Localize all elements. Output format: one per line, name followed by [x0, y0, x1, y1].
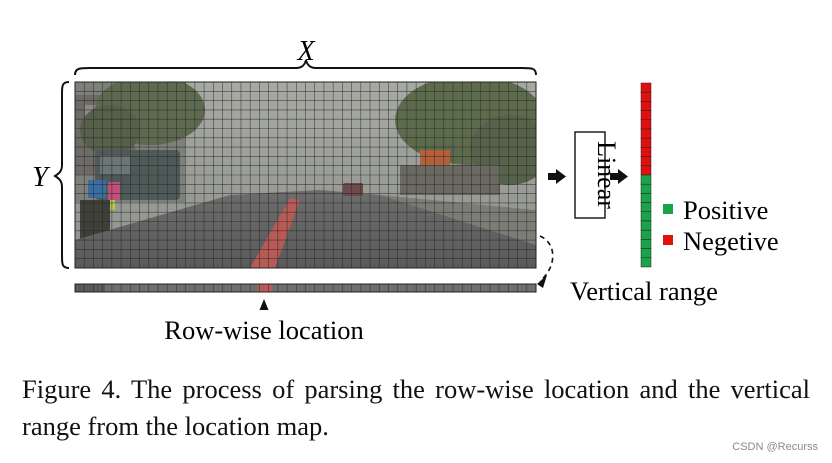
- vector-cell-negative: [640, 82, 652, 93]
- vector-cell-negative: [640, 110, 652, 121]
- legend-positive-swatch: [663, 204, 673, 214]
- left-bracket: [53, 81, 70, 269]
- vertical-range-label: Vertical range: [570, 276, 718, 306]
- row-wise-location-label: Row-wise location: [164, 315, 363, 345]
- vector-cell-negative: [640, 101, 652, 111]
- vector-cell-positive: [640, 193, 652, 203]
- dashed-curve-arrow: [539, 235, 554, 282]
- row-marker-arrow: [259, 299, 269, 310]
- vector-cell-negative: [640, 165, 652, 176]
- vector-cell-negative: [640, 119, 652, 130]
- street-scene-image: [75, 82, 536, 268]
- vector-cell-positive: [640, 239, 652, 249]
- vector-cell-positive: [640, 248, 652, 259]
- arrow-to-linear: [548, 169, 566, 184]
- grid-overlay: [75, 82, 536, 268]
- vector-cell-positive: [640, 257, 652, 268]
- vertical-range-vector: [640, 82, 652, 268]
- vector-cell-negative: [640, 91, 652, 102]
- legend-positive-label: Positive: [683, 195, 768, 225]
- legend: Positive Negetive: [663, 195, 779, 256]
- row-wise-strip: [74, 283, 537, 293]
- linear-box: [574, 131, 606, 219]
- vector-cell-negative: [640, 147, 652, 157]
- arrow-to-vector: [610, 169, 628, 184]
- vector-cell-positive: [640, 229, 652, 240]
- top-bracket: [74, 59, 537, 76]
- x-axis-label: X: [296, 36, 315, 67]
- vector-cell-positive: [640, 174, 652, 185]
- y-axis-label: Y: [32, 162, 51, 193]
- vector-cell-positive: [640, 183, 652, 194]
- figure-caption: Figure 4. The process of parsing the row…: [22, 374, 810, 441]
- legend-negative-label: Negetive: [683, 226, 779, 256]
- vector-cell-negative: [640, 137, 652, 148]
- vector-cell-negative: [640, 156, 652, 167]
- legend-negative-swatch: [663, 235, 673, 245]
- vector-cell-positive: [640, 211, 652, 222]
- vector-cell-positive: [640, 220, 652, 231]
- dashed-curve-arrowhead: [537, 275, 547, 288]
- vector-cell-negative: [640, 128, 652, 139]
- watermark: CSDN @Recurss: [732, 441, 818, 453]
- figure-diagram: X Y: [32, 36, 779, 345]
- vector-cell-positive: [640, 202, 652, 213]
- image-border: [74, 81, 537, 269]
